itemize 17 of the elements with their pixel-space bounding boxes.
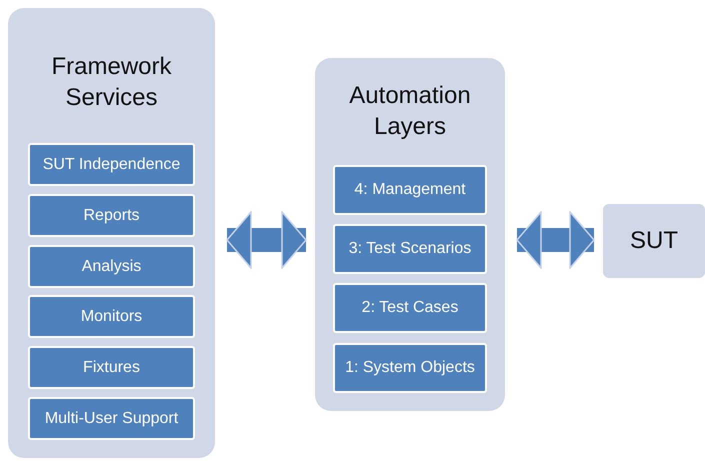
double-arrow (516, 211, 595, 269)
layer-box: Fixtures (28, 346, 195, 389)
panel-title: Automation Layers (348, 81, 472, 142)
layer-box: 4: Management (333, 165, 487, 215)
group-panel (8, 8, 215, 458)
group-panel (315, 58, 505, 411)
layer-box: 1: System Objects (333, 343, 487, 393)
layer-box: 2: Test Cases (333, 283, 487, 333)
panel-title: Framework Services (50, 52, 172, 113)
double-arrow (226, 211, 307, 269)
layer-box: Multi-User Support (28, 397, 195, 440)
layer-box: Monitors (28, 295, 195, 338)
layer-box: SUT Independence (28, 143, 195, 186)
system-box: SUT (603, 204, 705, 278)
layer-box: Analysis (28, 245, 195, 288)
layer-box: Reports (28, 194, 195, 237)
layer-box: 3: Test Scenarios (333, 224, 487, 274)
